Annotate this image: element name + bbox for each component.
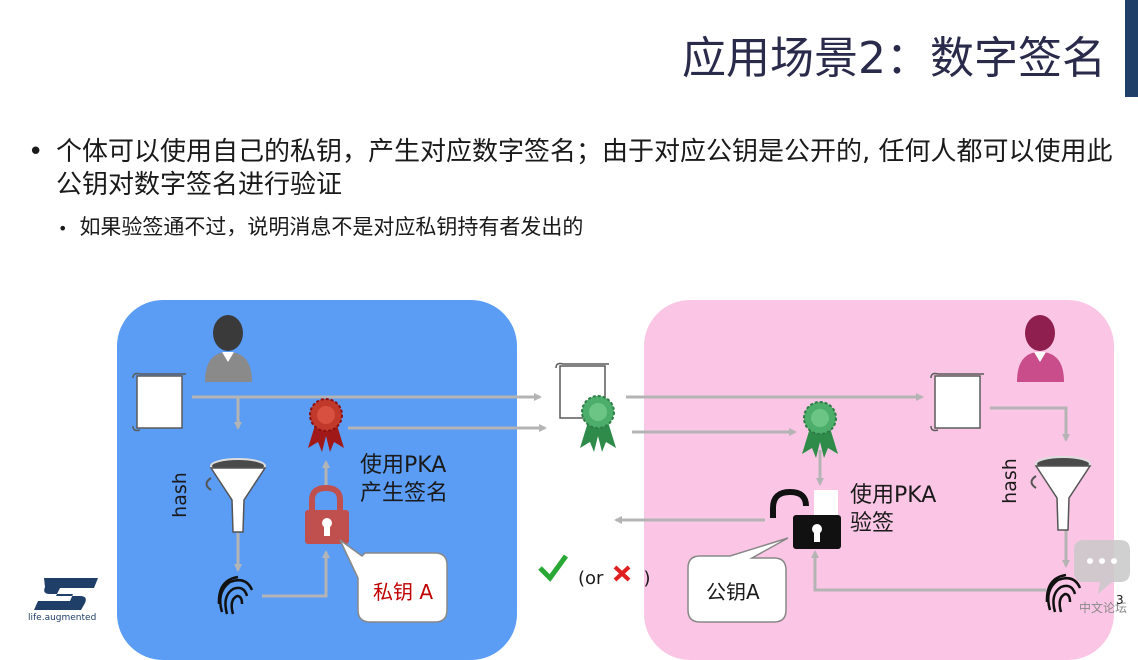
bullet-main-text: 个体可以使用自己的私钥，产生对应数字签名；由于对应公钥是公开的, 任何人都可以使… xyxy=(56,137,1113,200)
chat-icon xyxy=(1074,540,1130,594)
check-icon xyxy=(538,554,569,582)
bullet-main: • 个体可以使用自己的私钥，产生对应数字签名；由于对应公钥是公开的, 任何人都可… xyxy=(28,136,1118,202)
sign-label-line2: 产生签名 xyxy=(360,481,449,506)
private-key-label: 私钥 A xyxy=(373,580,434,604)
signer-panel xyxy=(117,300,517,660)
fingerprint-icon-verifier xyxy=(1045,573,1082,613)
result-or: (or) xyxy=(578,568,650,589)
or-close: ) xyxy=(643,568,651,589)
arrow-doc-to-funnel xyxy=(990,406,1070,442)
seal-icon-green-center xyxy=(580,395,616,452)
watermark-text: 中文论坛 xyxy=(1079,601,1128,615)
document-icon-signer xyxy=(132,372,186,432)
funnel-icon-signer xyxy=(205,458,267,533)
hash-label-verifier: hash xyxy=(998,458,1021,504)
verify-label-line1: 使用PKA xyxy=(850,483,937,508)
bullet-sub-text: 如果验签通不过，说明消息不是对应私钥持有者发出的 xyxy=(79,215,584,239)
or-open: (or xyxy=(578,568,604,589)
sign-label-line1: 使用PKA xyxy=(360,453,447,478)
signer-user-icon xyxy=(205,315,252,382)
fingerprint-icon-signer xyxy=(217,575,254,615)
verify-label-line2: 验签 xyxy=(850,511,895,536)
arrow-fp-to-verify xyxy=(811,550,1046,592)
bullet-sub: • 如果验签通不过，说明消息不是对应私钥持有者发出的 xyxy=(58,211,583,241)
document-icon-verifier xyxy=(930,372,984,432)
page-title: 应用场景2：数字签名 xyxy=(682,33,1106,84)
page-number: 3 xyxy=(1116,593,1124,607)
seal-icon-green-verifier xyxy=(802,401,838,458)
accent-bar xyxy=(1125,0,1138,97)
bullet-dot: • xyxy=(28,137,44,167)
cross-icon xyxy=(613,565,631,582)
lock-icon xyxy=(305,484,349,544)
seal-icon-red xyxy=(308,398,344,452)
open-lock-icon xyxy=(770,488,841,549)
signature-diagram xyxy=(34,315,1130,623)
arrow-fp-to-lock xyxy=(262,550,330,598)
private-key-callout xyxy=(339,539,448,623)
flow-arrows xyxy=(192,393,1070,598)
public-key-callout xyxy=(687,537,789,623)
public-key-label: 公钥A xyxy=(706,580,760,604)
logo-tagline: life.augmented xyxy=(28,613,97,623)
verifier-user-icon xyxy=(1017,315,1064,382)
st-logo-icon xyxy=(34,578,98,610)
bullet-sub-dot: • xyxy=(58,219,68,238)
hash-label-signer: hash xyxy=(168,472,191,518)
funnel-icon-verifier xyxy=(1030,456,1092,531)
